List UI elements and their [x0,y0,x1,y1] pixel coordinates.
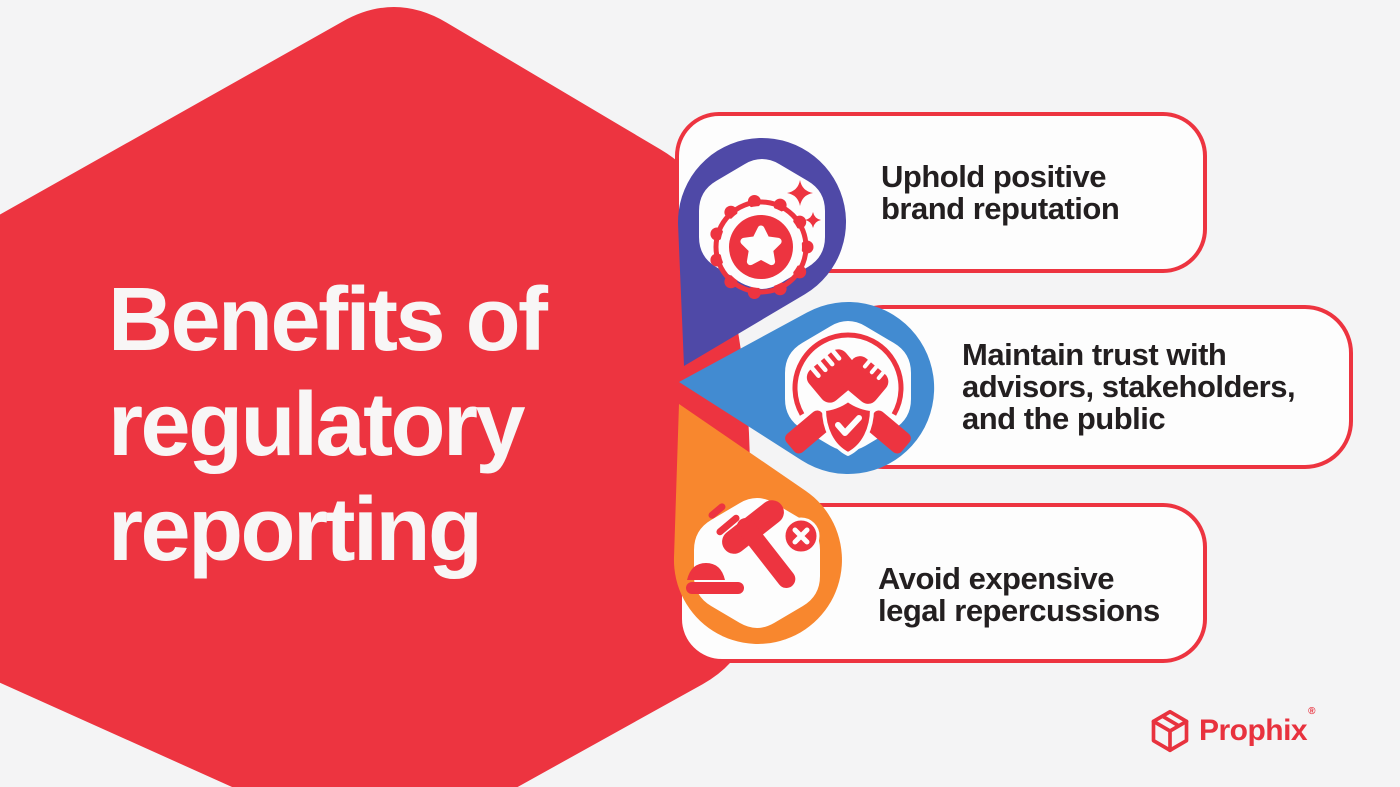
slide-title: Benefits of regulatory reporting [108,268,548,583]
card-text-line: Avoid expensive [878,561,1115,596]
registered-mark: ® [1308,706,1315,717]
title-line: Benefits of [108,270,548,370]
prophix-cube-icon [1151,709,1189,753]
card-text-line: advisors, stakeholders, [962,369,1296,404]
title-line: regulatory [108,375,526,475]
card-title-brand-reputation: Uphold positive brand reputation [881,159,1120,226]
card-text-line: legal repercussions [878,593,1160,628]
title-line: reporting [108,480,483,580]
card-title-trust: Maintain trust with advisors, stakeholde… [962,337,1296,436]
card-text-line: and the public [962,401,1166,436]
prophix-wordmark: Prophix® [1198,706,1316,747]
card-text-line: Uphold positive [881,159,1107,194]
prophix-logo: Prophix® [1148,706,1316,755]
card-text-line: Maintain trust with [962,337,1227,372]
card-text-line: brand reputation [881,191,1120,226]
card-title-legal: Avoid expensive legal repercussions [878,563,1160,627]
